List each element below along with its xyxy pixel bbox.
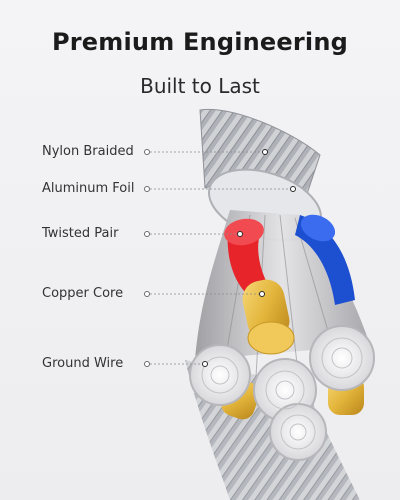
label-twisted-pair: Twisted Pair [42,226,119,241]
blue-insulation [295,215,355,305]
ground-wire-ends [189,325,375,461]
label-copper-core: Copper Core [42,286,124,301]
label-nylon-braided: Nylon Braided [42,144,134,159]
label-ground-wire: Ground Wire [42,356,124,371]
page-subtitle: Built to Last [140,74,260,98]
leader-lines [150,151,293,365]
label-aluminum-foil: Aluminum Foil [42,181,135,196]
page-title: Premium Engineering [51,28,349,56]
